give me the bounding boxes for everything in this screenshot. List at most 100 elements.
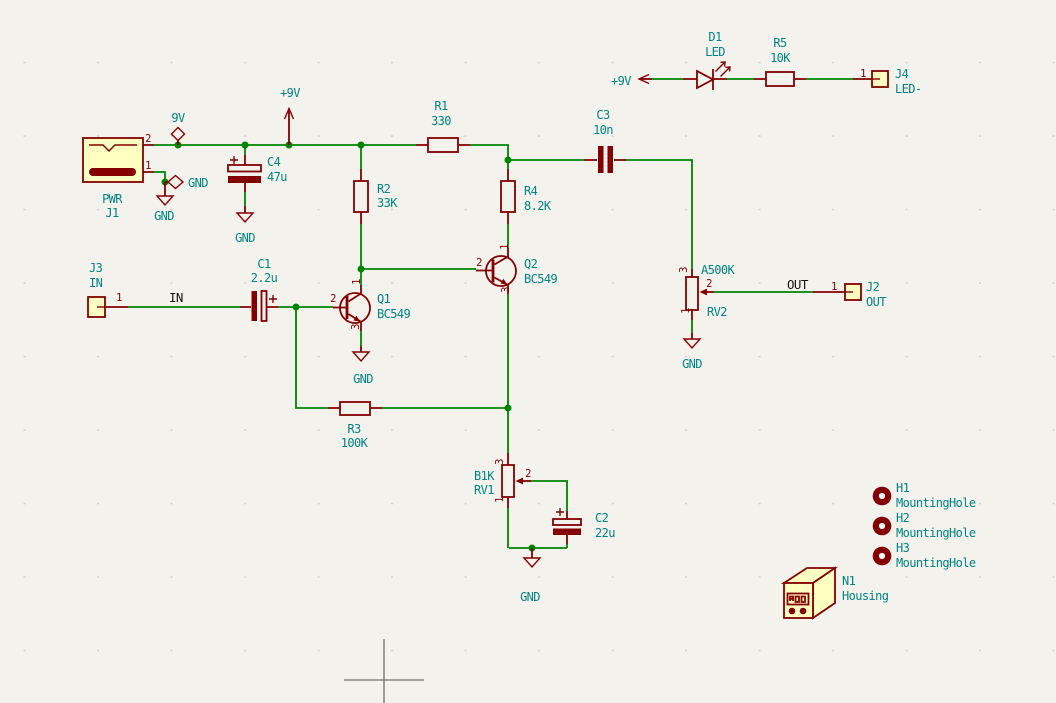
c1-value-label[interactable]: 2.2u [251, 271, 278, 285]
r2-ref-label[interactable]: R2 [377, 182, 391, 196]
c3-plate-left[interactable] [598, 146, 604, 173]
q1-ref-label[interactable]: Q1 [377, 292, 391, 306]
gnd-symbol-q1[interactable]: GND [351, 346, 374, 386]
component-r4-resistor[interactable]: R4 8.2K [500, 169, 552, 224]
component-c2-capacitor[interactable]: C2 22u [552, 508, 616, 544]
j4-value-label[interactable]: LED- [895, 82, 922, 96]
j1-ref-label[interactable]: J1 [105, 206, 119, 220]
h2-ref-label[interactable]: H2 [896, 511, 910, 525]
component-r2-resistor[interactable]: R2 33K [353, 169, 399, 224]
power-flag-gnd[interactable]: GND [165, 174, 209, 191]
n1-value-label[interactable]: Housing [842, 589, 889, 603]
r3-value-label[interactable]: 100K [341, 436, 369, 450]
gnd-symbol-rv2[interactable]: GND [682, 333, 703, 371]
net-label-in[interactable]: IN [169, 290, 184, 305]
gnd-symbol-bottom[interactable]: GND [520, 548, 542, 604]
h1-ref-label[interactable]: H1 [896, 481, 910, 495]
r2-body[interactable] [353, 180, 369, 213]
plus9v-label[interactable]: +9V [280, 86, 301, 100]
component-r5-resistor[interactable]: R5 10K [754, 36, 806, 87]
d1-ref-label[interactable]: D1 [708, 30, 722, 44]
r4-body[interactable] [500, 180, 516, 213]
flag-gnd-label[interactable]: GND [188, 176, 209, 190]
q1-value-label[interactable]: BC549 [377, 307, 411, 321]
gnd-symbol-j1[interactable]: GND [154, 182, 175, 223]
j3-ref-label[interactable]: J3 [89, 261, 103, 275]
h3-value-label[interactable]: MountingHole [896, 556, 976, 570]
component-j2-connector[interactable]: 1 J2 OUT [813, 280, 887, 309]
j2-ref-label[interactable]: J2 [866, 280, 880, 294]
c1-plate-left[interactable] [251, 291, 258, 321]
wire-rv1-wiper-to-c2[interactable] [531, 480, 568, 511]
component-r3-resistor[interactable]: R3 100K [328, 401, 382, 450]
r5-value-label[interactable]: 10K [770, 51, 792, 65]
wires[interactable] [128, 78, 853, 549]
rv2-ref-label[interactable]: RV2 [707, 305, 728, 319]
component-j3-connector[interactable]: 1 J3 IN [87, 261, 128, 318]
component-c3-capacitor[interactable]: C3 10n [584, 108, 626, 173]
power-symbol-plus9v-led[interactable]: +9V [611, 73, 652, 88]
c2-value-label[interactable]: 22u [595, 526, 616, 540]
rv1-body[interactable] [501, 464, 515, 498]
j3-value-label[interactable]: IN [89, 276, 103, 290]
d1-value-label[interactable]: LED [705, 45, 726, 59]
flag-9v-label[interactable]: 9V [171, 111, 185, 125]
r3-body[interactable] [339, 401, 371, 416]
component-c4-capacitor[interactable]: C4 47u [227, 155, 288, 192]
component-j1-barrel-jack[interactable]: 2 1 PWR J1 [82, 133, 154, 220]
c4-plate-bottom[interactable] [228, 176, 261, 183]
gnd-label[interactable]: GND [235, 231, 256, 245]
gnd-label[interactable]: GND [682, 357, 703, 371]
gnd-label[interactable]: GND [520, 590, 541, 604]
rv1-value-label[interactable]: B1K [474, 469, 496, 483]
component-rv1-potentiometer[interactable]: 3 2 1 B1K RV1 [474, 453, 532, 508]
component-rv2-potentiometer[interactable]: 3 2 1 A500K RV2 [678, 263, 736, 320]
gnd-label[interactable]: GND [353, 372, 374, 386]
j2-value-label[interactable]: OUT [866, 295, 887, 309]
power-symbol-plus9v-top[interactable]: +9V [280, 86, 301, 145]
wire-r1-to-tee[interactable] [470, 144, 509, 160]
component-h3-mounting-hole[interactable]: H3 MountingHole [872, 541, 976, 570]
h2-value-label[interactable]: MountingHole [896, 526, 976, 540]
wire-c3-to-rv2[interactable] [626, 159, 693, 269]
c1-ref-label[interactable]: C1 [257, 257, 271, 271]
c3-plate-right[interactable] [607, 146, 614, 173]
r4-value-label[interactable]: 8.2K [524, 199, 552, 213]
r1-body[interactable] [427, 137, 459, 153]
rv2-value-label[interactable]: A500K [701, 263, 736, 277]
component-j4-connector[interactable]: 1 J4 LED- [853, 67, 922, 96]
plus9v-label[interactable]: +9V [611, 74, 632, 88]
j4-ref-label[interactable]: J4 [895, 67, 909, 81]
r5-ref-label[interactable]: R5 [773, 36, 787, 50]
r1-ref-label[interactable]: R1 [434, 99, 448, 113]
c1-plate-right[interactable] [260, 290, 268, 322]
h1-value-label[interactable]: MountingHole [896, 496, 976, 510]
c2-plate-bottom[interactable] [553, 528, 581, 536]
gnd-symbol-c4[interactable]: GND [235, 206, 256, 245]
component-q2-transistor[interactable]: 2 1 3 Q2 BC549 [476, 244, 558, 294]
c4-ref-label[interactable]: C4 [267, 155, 281, 169]
c4-value-label[interactable]: 47u [267, 170, 288, 184]
c4-plate-top[interactable] [227, 164, 262, 173]
component-h1-mounting-hole[interactable]: H1 MountingHole [872, 481, 976, 510]
r3-ref-label[interactable]: R3 [347, 422, 361, 436]
c3-value-label[interactable]: 10n [593, 123, 614, 137]
component-c1-capacitor[interactable]: C1 2.2u [240, 257, 278, 322]
component-q1-transistor[interactable]: 2 1 3 Q1 BC549 [330, 279, 411, 331]
c3-ref-label[interactable]: C3 [596, 108, 610, 122]
component-h2-mounting-hole[interactable]: H2 MountingHole [872, 511, 976, 540]
r2-value-label[interactable]: 33K [377, 196, 399, 210]
wire-node-to-r3[interactable] [295, 307, 328, 409]
q2-ref-label[interactable]: Q2 [524, 257, 538, 271]
n1-ref-label[interactable]: N1 [842, 574, 856, 588]
c2-plate-top[interactable] [552, 518, 582, 526]
component-n1-housing[interactable]: N1 Housing [780, 566, 889, 620]
rv1-ref-label[interactable]: RV1 [474, 483, 495, 497]
q2-value-label[interactable]: BC549 [524, 272, 558, 286]
net-label-out[interactable]: OUT [787, 277, 809, 292]
h3-ref-label[interactable]: H3 [896, 541, 910, 555]
d1-triangle[interactable] [696, 69, 715, 90]
r5-body[interactable] [765, 71, 795, 87]
power-flag-9v[interactable]: 9V [170, 111, 186, 145]
